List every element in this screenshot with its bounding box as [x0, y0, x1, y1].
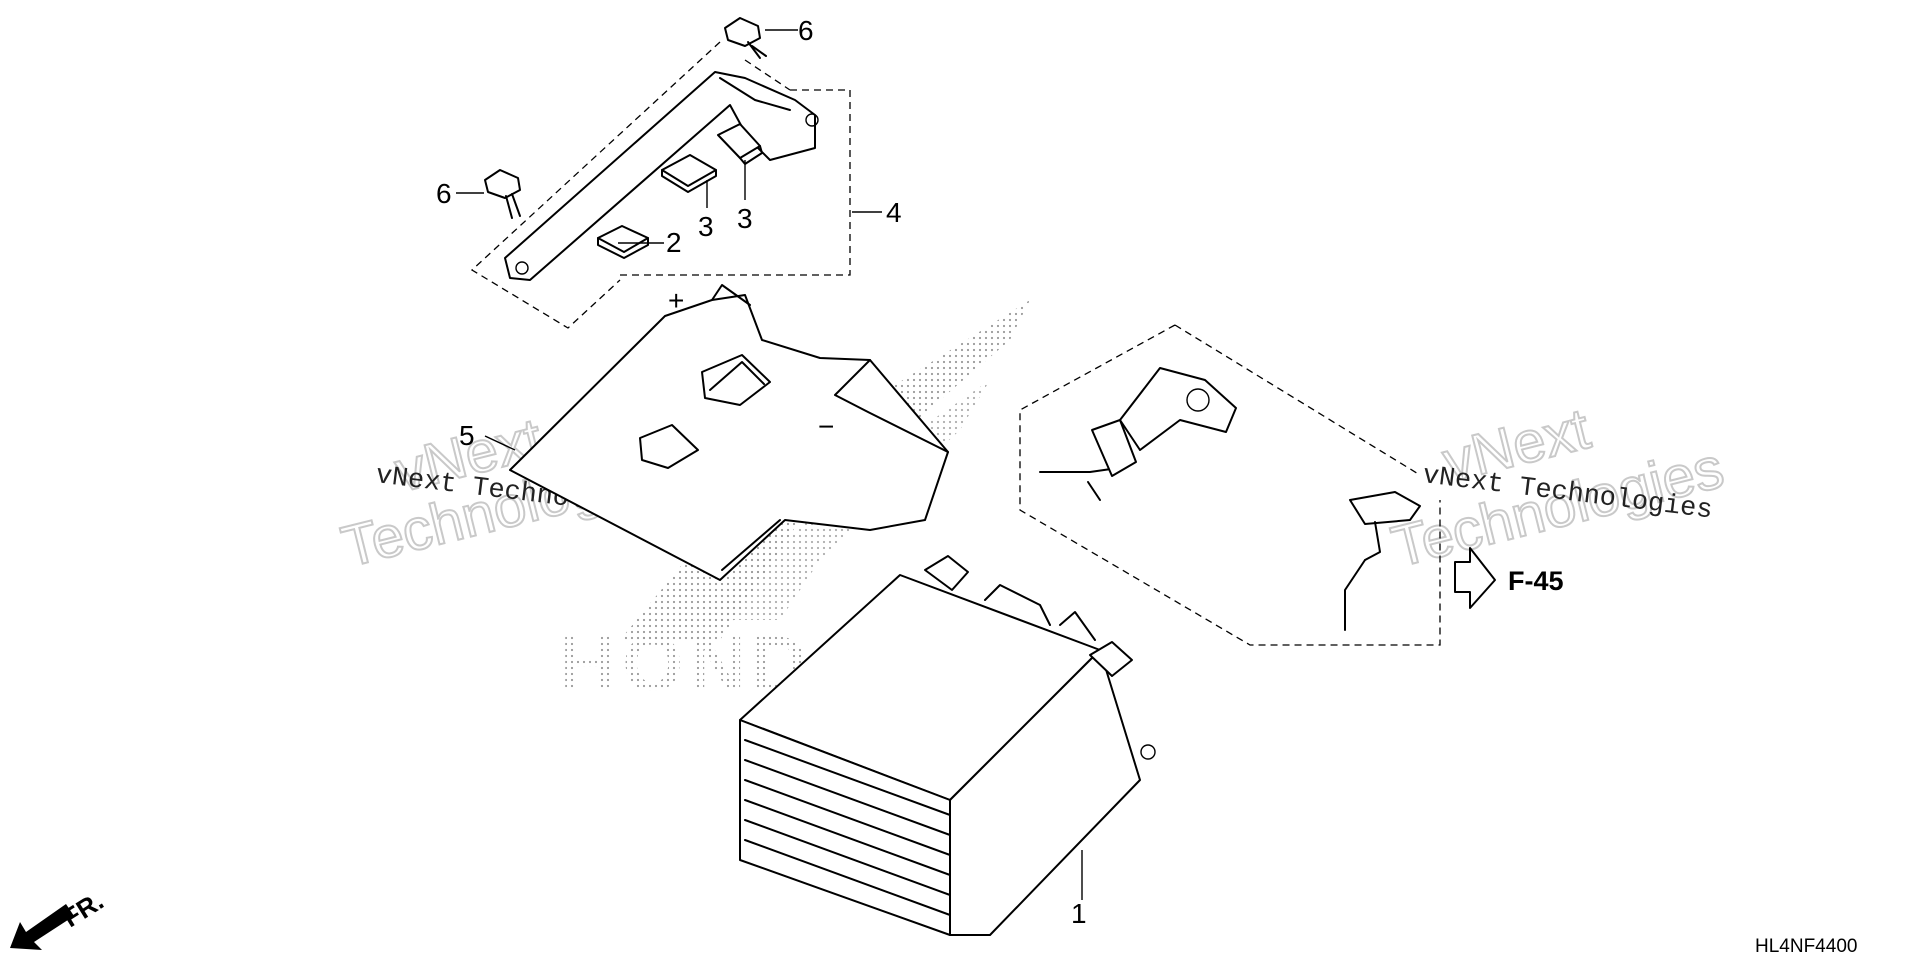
battery-cover	[484, 284, 949, 581]
bolt-6-top	[724, 17, 798, 59]
reference-arrow	[1454, 547, 1496, 609]
pad-2	[597, 225, 649, 259]
callout-4: 4	[886, 197, 902, 228]
plus-terminal-mark: +	[668, 285, 684, 316]
battery	[739, 555, 1156, 936]
cable-group-outline	[1019, 324, 1441, 646]
bracket-group-outline	[470, 41, 851, 329]
battery-hold-bracket	[504, 71, 819, 281]
front-label: FR.	[57, 885, 108, 933]
callout-3b: 3	[737, 203, 753, 234]
drawing-code: HL4NF4400	[1755, 936, 1857, 957]
bolt-6-left	[456, 169, 521, 219]
callout-2: 2	[666, 227, 682, 258]
callout-3a: 3	[698, 211, 714, 242]
minus-terminal-mark: −	[818, 411, 834, 442]
callout-6b: 6	[436, 178, 452, 209]
callout-5: 5	[459, 420, 475, 451]
pad-3a	[661, 154, 717, 193]
battery-cable-negative	[1344, 491, 1421, 631]
callout-1: 1	[1071, 898, 1087, 929]
front-direction-arrow-icon	[10, 904, 74, 950]
battery-cable-positive	[1039, 367, 1237, 501]
reference-label: F-45	[1508, 566, 1564, 596]
callout-6a: 6	[798, 15, 814, 46]
pad-3b	[717, 123, 763, 165]
